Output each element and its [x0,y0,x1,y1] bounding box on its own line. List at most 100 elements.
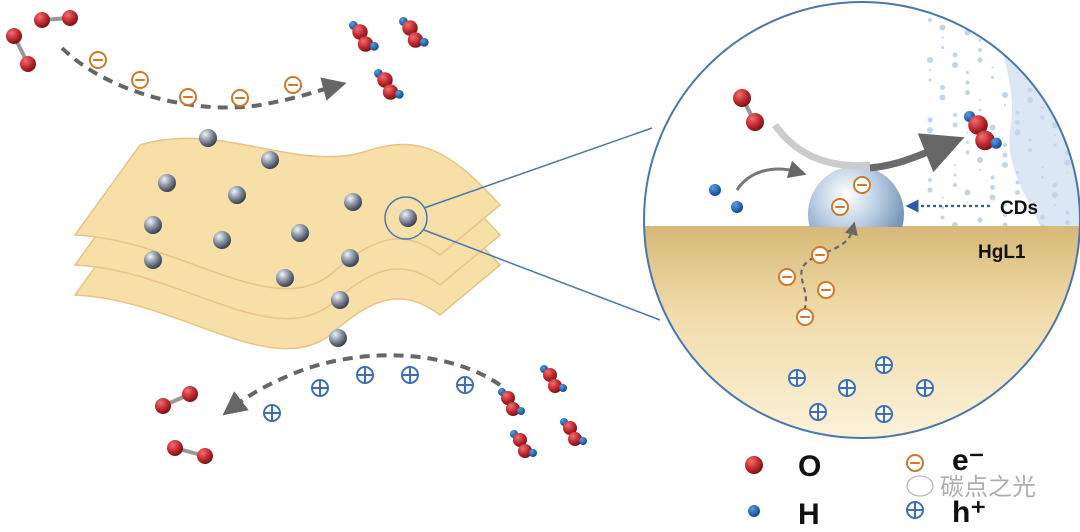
water-droplet [941,46,944,49]
metal-atom [158,174,176,192]
electron-icon [231,89,249,107]
electron-legend-icon [906,454,924,472]
legend: O H e⁻ h⁺ [745,444,986,531]
water-droplet [940,215,945,220]
oxygen-atom [352,24,368,40]
electron-icon [817,281,835,299]
water-droplet [928,78,932,82]
water-droplet [977,157,983,163]
water-droplet [991,66,994,69]
metal-atom [144,216,162,234]
zoom-line-top [423,127,653,209]
hole-flow-arrow [222,353,502,416]
water-droplet [928,18,932,22]
h2o2-molecule [510,430,537,458]
water-droplet [952,62,958,68]
hydrogen-atom [517,407,525,415]
water-droplet [965,80,970,85]
water-droplet [941,196,944,199]
hole-icon [356,366,374,384]
water-droplet [1041,6,1044,9]
electron-icon [284,76,302,94]
water-droplet [953,113,957,117]
magnified-particles [709,89,1002,423]
water-droplet [953,183,957,187]
water-droplet [1065,50,1070,55]
water-droplet [940,85,945,90]
oxygen-atom [733,89,751,107]
water-droplet [927,127,933,133]
hole-icon [809,403,827,421]
water-droplet [952,122,958,128]
legend-hydrogen-label: H [798,498,820,531]
water-droplet [939,24,946,31]
oxygen-atom [34,12,50,28]
electron-icon [131,71,149,89]
metal-atom [331,291,349,309]
water-droplet [1003,143,1007,147]
h2o2-molecule [560,418,587,446]
oxygen-atom [563,421,577,435]
water-droplet [1064,89,1071,96]
oxygen-atom [506,402,520,416]
electron-icon [89,51,107,69]
h2o2-molecule [540,365,567,393]
water-droplet [1053,73,1057,77]
metal-atom [276,269,294,287]
hole-icon [875,405,893,423]
water-droplet [939,94,946,101]
sheet-layer [73,137,502,290]
layered-sheets [73,137,502,350]
hole-icon [401,366,419,384]
water-droplet [953,173,957,177]
oxygen-atom [382,84,399,100]
electron-icon [906,454,924,472]
water-droplet [965,150,970,155]
h2o2-molecule [374,69,404,100]
hole-icon [311,379,329,397]
oxygen-atom [518,444,532,458]
water-droplet [954,164,956,166]
water-droplet [990,25,995,30]
hole-legend-icon [906,501,924,519]
o2-molecule [733,89,764,131]
metal-atom [341,249,359,267]
water-droplet [1002,162,1008,168]
water-droplet [953,13,957,17]
oxygen-atom [501,391,515,405]
water-droplet [928,8,932,12]
metal-atom [213,231,231,249]
h-approach-arrow [735,160,807,191]
electron-icon [179,88,197,106]
water-droplet [966,71,969,74]
water-droplet [1053,83,1057,87]
hole-icon [838,379,856,397]
water-droplet [966,141,969,144]
water-droplet [1015,180,1020,185]
oxygen-atom [6,28,22,44]
electron-icon [831,198,849,216]
electron-icon [853,176,871,194]
water-droplet [1027,27,1033,33]
water-droplet [978,108,982,112]
oxygen-legend-icon [745,456,763,474]
water-droplet [991,76,994,79]
metal-atom [199,129,217,147]
water-droplet [964,189,971,196]
oxygen-atom [377,72,393,88]
water-droplet [979,99,981,101]
oxygen-atom [182,386,198,402]
metal-atom [144,251,162,269]
water-droplet [1066,41,1069,44]
hole-icon [916,379,934,397]
oxygen-atom [167,440,183,456]
water-droplet [1003,213,1007,217]
hole-icon [875,356,893,374]
metal-atom [329,329,347,347]
metal-atom [261,151,279,169]
wechat-icon [906,475,934,497]
hydrogen-atom [529,449,537,457]
oxygen-atom [548,379,562,393]
h2o2-molecule [498,388,525,416]
